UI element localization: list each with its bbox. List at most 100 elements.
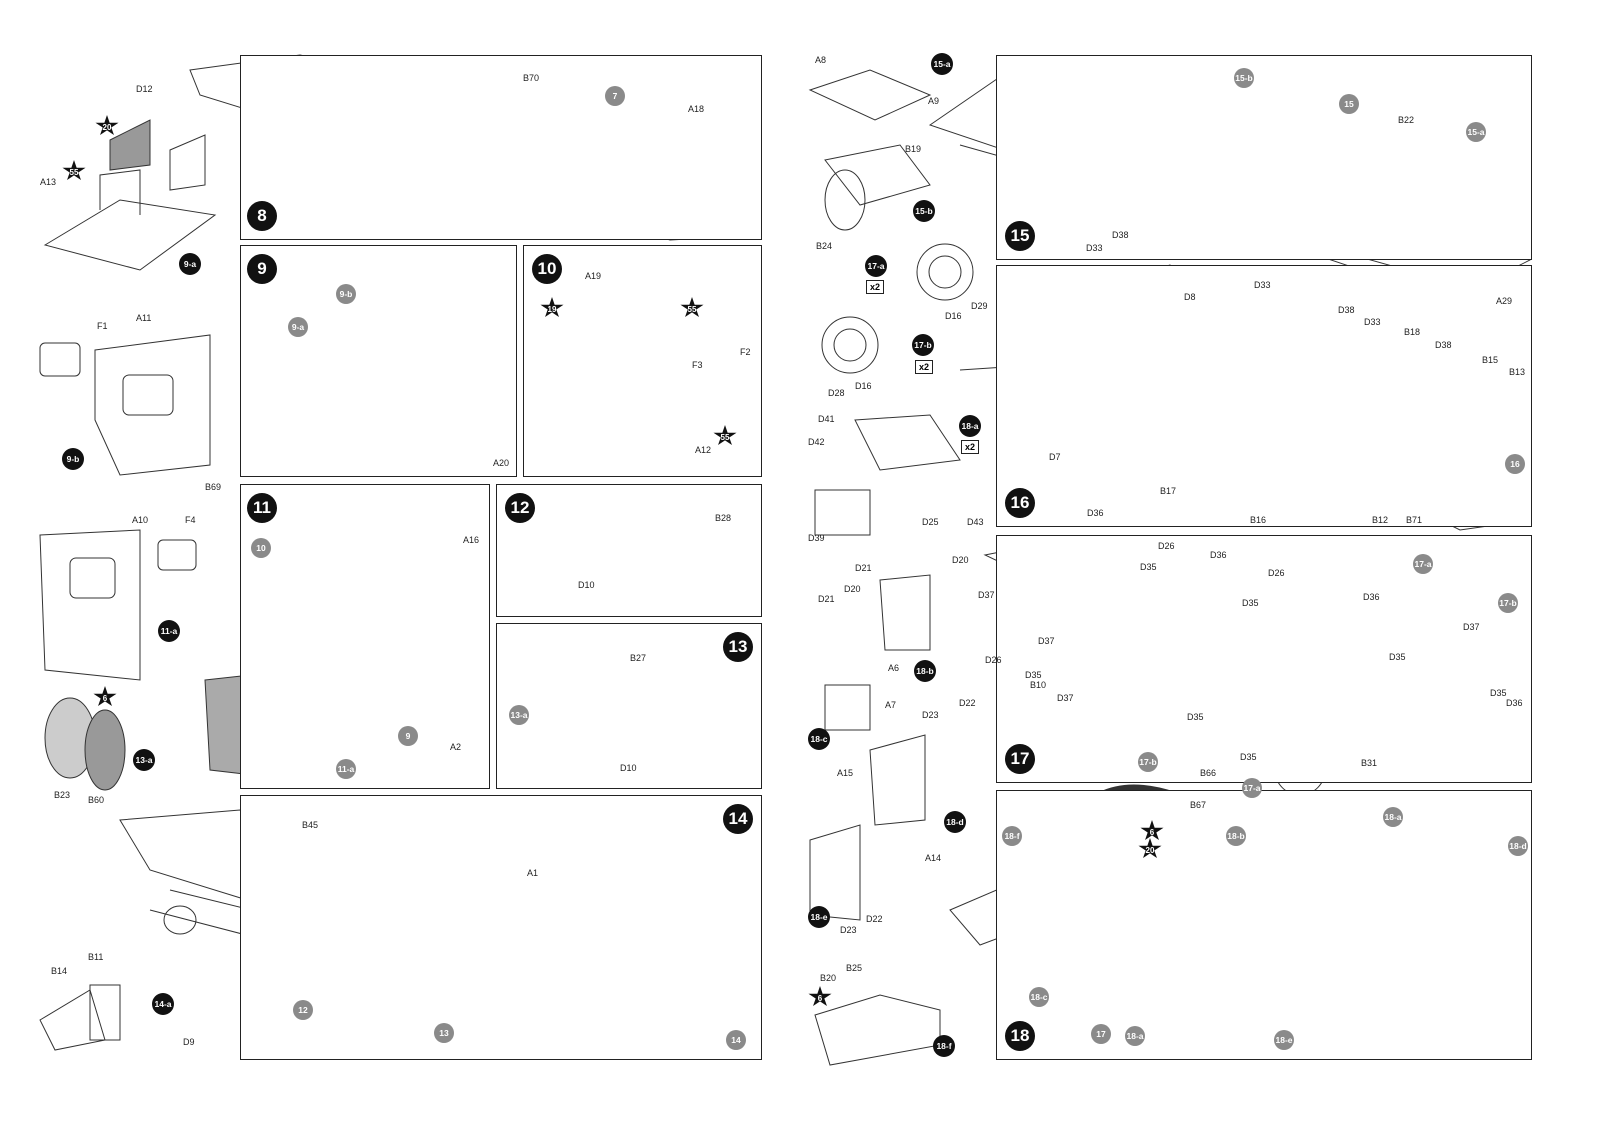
- part-label: D35: [1240, 752, 1257, 762]
- quantity-multiplier: x2: [866, 280, 885, 294]
- step-number: 12: [505, 493, 535, 523]
- sub-ref-grey: 17-a: [1413, 554, 1433, 574]
- sub-assembly-marker: 17-b: [912, 334, 934, 356]
- part-label: B24: [816, 241, 833, 251]
- part-label: D12: [136, 84, 153, 94]
- part-label: D37: [978, 590, 995, 600]
- part-label: D33: [1086, 243, 1103, 253]
- sub-ref-grey: 13: [434, 1023, 454, 1043]
- part-label: D20: [844, 584, 861, 594]
- part-label: D26: [1268, 568, 1285, 578]
- part-label: A15: [837, 768, 854, 778]
- sub-ref-grey: 18-a: [1125, 1026, 1145, 1046]
- part-label: D36: [1210, 550, 1227, 560]
- part-label: D16: [855, 381, 872, 391]
- sub-assembly-marker: 11-a: [158, 620, 180, 642]
- step-15-box: 15: [996, 55, 1532, 260]
- part-label: F2: [740, 347, 751, 357]
- part-label: B67: [1190, 800, 1207, 810]
- part-label: D43: [967, 517, 984, 527]
- part-label: D28: [828, 388, 845, 398]
- step-number: 13: [723, 632, 753, 662]
- sub-ref-grey: 11-a: [336, 759, 356, 779]
- sub-assembly-marker: 18-d: [944, 811, 966, 833]
- step-14-box: 14: [240, 795, 762, 1060]
- part-label: D7: [1049, 452, 1061, 462]
- part-label: D42: [808, 437, 825, 447]
- step-16-box: 16: [996, 265, 1532, 527]
- sub-assembly-marker: 9-a: [179, 253, 201, 275]
- part-label: F4: [185, 515, 196, 525]
- part-label: B13: [1509, 367, 1526, 377]
- part-label: B27: [630, 653, 647, 663]
- sub-ref-grey: 18-b: [1226, 826, 1246, 846]
- step-number: 8: [247, 201, 277, 231]
- step-number: 14: [723, 804, 753, 834]
- part-label: B14: [51, 966, 68, 976]
- part-label: D9: [183, 1037, 195, 1047]
- part-label: A16: [463, 535, 480, 545]
- part-label: B12: [1372, 515, 1389, 525]
- sub-assembly-marker: 13-a: [133, 749, 155, 771]
- sub-assembly-marker: 15-a: [931, 53, 953, 75]
- part-label: D8: [1184, 292, 1196, 302]
- sub-ref-grey: 13-a: [509, 705, 529, 725]
- part-label: B11: [88, 952, 104, 962]
- part-label: D26: [1158, 541, 1175, 551]
- part-label: D20: [952, 555, 969, 565]
- part-label: D33: [1254, 280, 1271, 290]
- part-label: B31: [1361, 758, 1378, 768]
- part-label: A18: [688, 104, 705, 114]
- step-number: 15: [1005, 221, 1035, 251]
- sub-assembly-marker: 18-c: [808, 728, 830, 750]
- sub-ref-grey: 9-a: [288, 317, 308, 337]
- sub-ref-grey: 9-b: [336, 284, 356, 304]
- sub-ref-grey: 17-a: [1242, 778, 1262, 798]
- part-label: D10: [620, 763, 637, 773]
- part-label: B15: [1482, 355, 1499, 365]
- sub-assembly-marker: 17-a: [865, 255, 887, 277]
- part-label: D35: [1490, 688, 1507, 698]
- part-label: F3: [692, 360, 703, 370]
- part-label: A13: [40, 177, 57, 187]
- part-label: A2: [450, 742, 462, 752]
- part-label: D39: [808, 533, 825, 543]
- quantity-multiplier: x2: [915, 360, 934, 374]
- part-label: D21: [818, 594, 835, 604]
- sub-assembly-marker: 14-a: [152, 993, 174, 1015]
- step-number: 11: [247, 493, 277, 523]
- part-label: D21: [855, 563, 872, 573]
- part-label: B16: [1250, 515, 1267, 525]
- part-label: A1: [527, 868, 539, 878]
- part-label: A7: [885, 700, 897, 710]
- part-label: D22: [866, 914, 883, 924]
- part-label: D35: [1242, 598, 1259, 608]
- part-label: B45: [302, 820, 319, 830]
- sub-ref-grey: 17-b: [1138, 752, 1158, 772]
- part-label: D33: [1364, 317, 1381, 327]
- part-label: B69: [205, 482, 222, 492]
- part-label: A29: [1496, 296, 1513, 306]
- step-number: 10: [532, 254, 562, 284]
- part-label: A11: [136, 313, 152, 323]
- step-number: 17: [1005, 744, 1035, 774]
- part-label: B25: [846, 963, 863, 973]
- part-label: D22: [959, 698, 976, 708]
- step-number: 18: [1005, 1021, 1035, 1051]
- part-label: D35: [1389, 652, 1406, 662]
- part-label: A12: [695, 445, 712, 455]
- part-label: B28: [715, 513, 732, 523]
- sub-ref-grey: 15: [1339, 94, 1359, 114]
- part-label: D37: [1463, 622, 1480, 632]
- sub-assembly-marker: 18-e: [808, 906, 830, 928]
- part-label: B20: [820, 973, 837, 983]
- part-label: F1: [97, 321, 108, 331]
- part-label: D23: [840, 925, 857, 935]
- part-label: B17: [1160, 486, 1177, 496]
- part-label: D36: [1363, 592, 1380, 602]
- sub-ref-grey: 17: [1091, 1024, 1111, 1044]
- part-label: D35: [1025, 670, 1042, 680]
- part-label: D36: [1506, 698, 1523, 708]
- part-label: D25: [922, 517, 939, 527]
- part-label: D38: [1338, 305, 1355, 315]
